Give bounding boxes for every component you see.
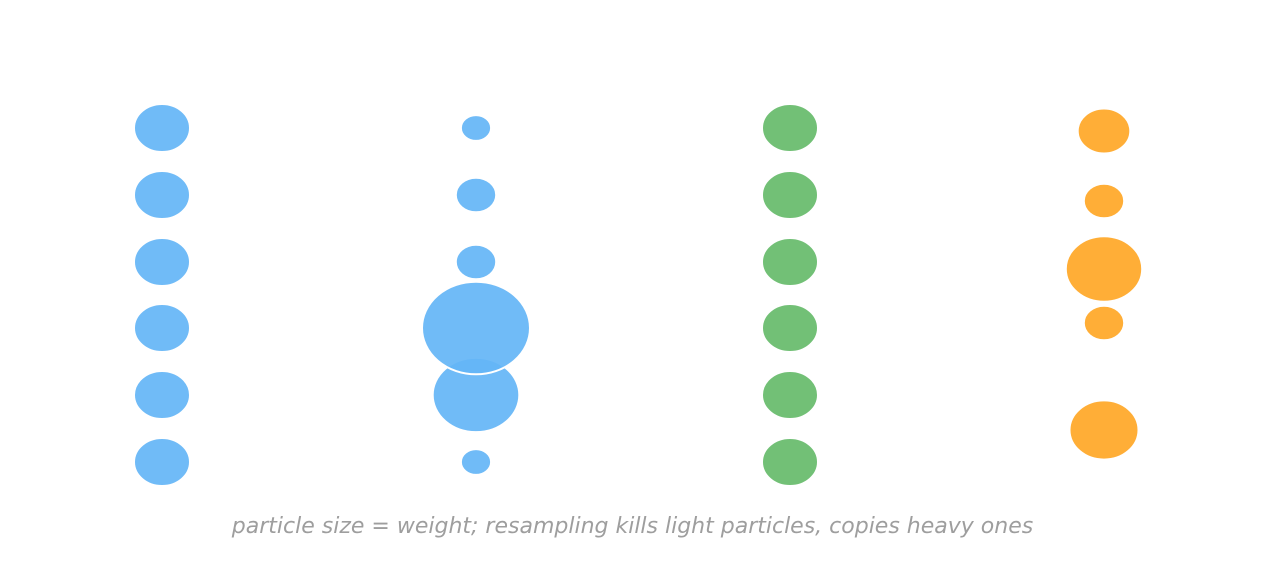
particle-propagated-5 [1068, 399, 1140, 461]
particle-resampled-4 [761, 303, 819, 353]
particle-propagated-1 [1076, 107, 1132, 155]
particle-weighted-3 [454, 243, 498, 281]
particle-uniform-prior-3 [133, 237, 191, 287]
column-weighted [421, 114, 531, 476]
column-propagated [1064, 107, 1144, 461]
particle-weighted-2 [454, 176, 498, 214]
particle-weighted-4 [421, 280, 531, 376]
particle-uniform-prior-1 [133, 103, 191, 153]
particle-uniform-prior-5 [133, 370, 191, 420]
column-uniform-prior [133, 103, 191, 487]
particle-propagated-2 [1082, 182, 1126, 220]
particle-uniform-prior-4 [133, 303, 191, 353]
caption: particle size = weight; resampling kills… [231, 514, 1034, 539]
column-resampled [761, 103, 819, 487]
particle-weighted-6 [459, 448, 493, 476]
particle-propagated-4 [1082, 304, 1126, 342]
particle-resampled-6 [761, 437, 819, 487]
particle-weighted-1 [459, 114, 493, 142]
particle-resampled-1 [761, 103, 819, 153]
particle-propagated-3 [1064, 235, 1144, 303]
particle-resampled-3 [761, 237, 819, 287]
particle-uniform-prior-2 [133, 170, 191, 220]
particle-uniform-prior-6 [133, 437, 191, 487]
particle-resampled-2 [761, 170, 819, 220]
particle-resampled-5 [761, 370, 819, 420]
